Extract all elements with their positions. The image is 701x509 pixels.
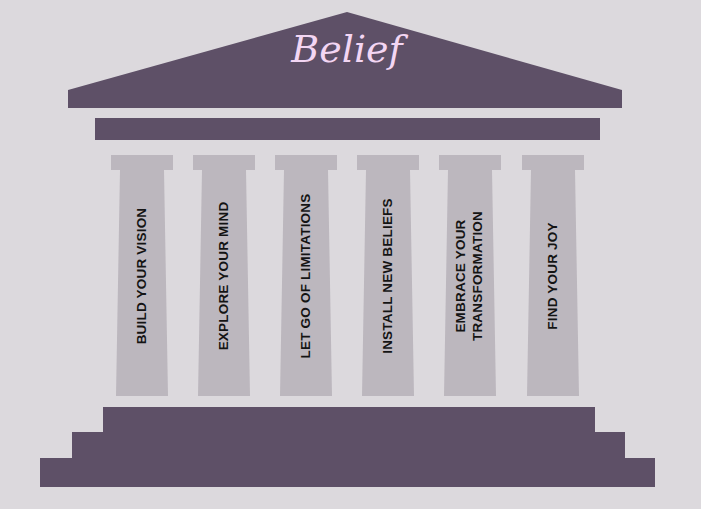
pillar: LET GO OF LIMITATIONS — [274, 155, 338, 396]
pillar-label: BUILD YOUR VISION — [134, 205, 151, 346]
pillar: BUILD YOUR VISION — [110, 155, 174, 396]
pillar-label: EXPLORE YOUR MIND — [216, 199, 233, 352]
pillar-label: FIND YOUR JOY — [545, 220, 562, 332]
pillar: INSTALL NEW BELIEFS — [356, 155, 420, 396]
step-middle — [72, 432, 625, 459]
pillar: EXPLORE YOUR MIND — [192, 155, 256, 396]
pillar-label: EMBRACE YOUR TRANSFORMATION — [453, 208, 487, 343]
roof — [68, 12, 622, 108]
pillar-label: LET GO OF LIMITATIONS — [298, 191, 315, 360]
pillar: FIND YOUR JOY — [521, 155, 585, 396]
pillar-label: INSTALL NEW BELIEFS — [380, 196, 397, 356]
temple-title: Belief — [247, 30, 447, 68]
architrave — [95, 118, 600, 140]
step-top — [103, 407, 595, 433]
step-bottom — [40, 458, 655, 487]
pillar: EMBRACE YOUR TRANSFORMATION — [438, 155, 502, 396]
